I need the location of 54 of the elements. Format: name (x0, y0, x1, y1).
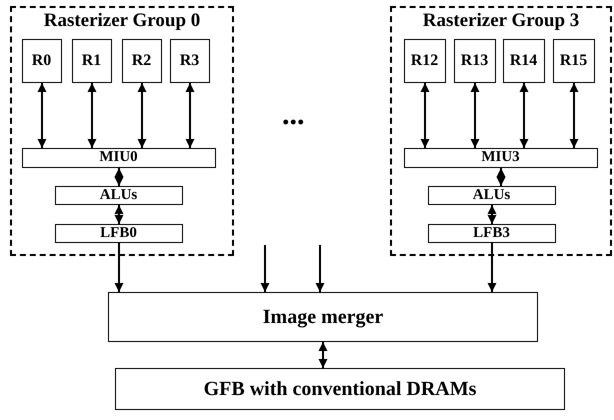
block-label: R14 (510, 52, 538, 70)
arrow (420, 83, 430, 148)
arrow (88, 83, 96, 148)
block-label: LFB3 (473, 224, 510, 242)
block-label: LFB0 (100, 224, 137, 242)
group-title: Rasterizer Group 0 (44, 10, 200, 32)
arrow (488, 243, 496, 292)
dashed-group-box (390, 6, 612, 256)
group-title: Rasterizer Group 3 (422, 10, 580, 32)
block-box (122, 38, 162, 82)
block-box (54, 224, 182, 242)
arrow (520, 83, 528, 148)
block-box (552, 38, 594, 82)
block-label: MIU3 (481, 149, 520, 166)
block-label: GFB with conventional DRAMs (204, 378, 476, 400)
arrow (316, 245, 324, 292)
dashed-group-box (10, 6, 234, 256)
arrow (114, 243, 124, 292)
block-box (454, 38, 496, 82)
block-label: R12 (410, 52, 438, 70)
block-box (170, 38, 210, 82)
block-label: ALUs (100, 186, 138, 204)
block-box (502, 38, 544, 82)
block-label: R1 (82, 52, 102, 70)
block-label: R2 (132, 52, 152, 70)
block-box (428, 186, 556, 204)
block-box (115, 368, 565, 410)
arrow (114, 168, 124, 186)
arrow (570, 83, 578, 148)
arrow (114, 205, 124, 224)
block-box (108, 292, 538, 342)
block-box (404, 38, 446, 82)
block-box (54, 186, 182, 204)
block-box (22, 38, 62, 82)
block-label: Image merger (262, 306, 384, 328)
block-box (72, 38, 112, 82)
ellipsis-label: ... (282, 100, 304, 130)
block-box (428, 224, 556, 242)
block-label: ALUs (472, 186, 510, 204)
block-label: R15 (560, 52, 588, 70)
arrow (496, 168, 506, 186)
block-label: R3 (180, 52, 200, 70)
arrow (488, 205, 496, 224)
block-label: R0 (32, 52, 52, 70)
arrow (318, 342, 328, 368)
arrow (260, 245, 270, 292)
block-box (22, 148, 216, 168)
block-box (404, 148, 598, 168)
arrow (38, 83, 46, 148)
arrow (186, 83, 194, 148)
block-label: R13 (460, 52, 488, 70)
block-label: MIU0 (99, 149, 138, 166)
arrow (138, 83, 146, 148)
arrow (470, 83, 480, 148)
